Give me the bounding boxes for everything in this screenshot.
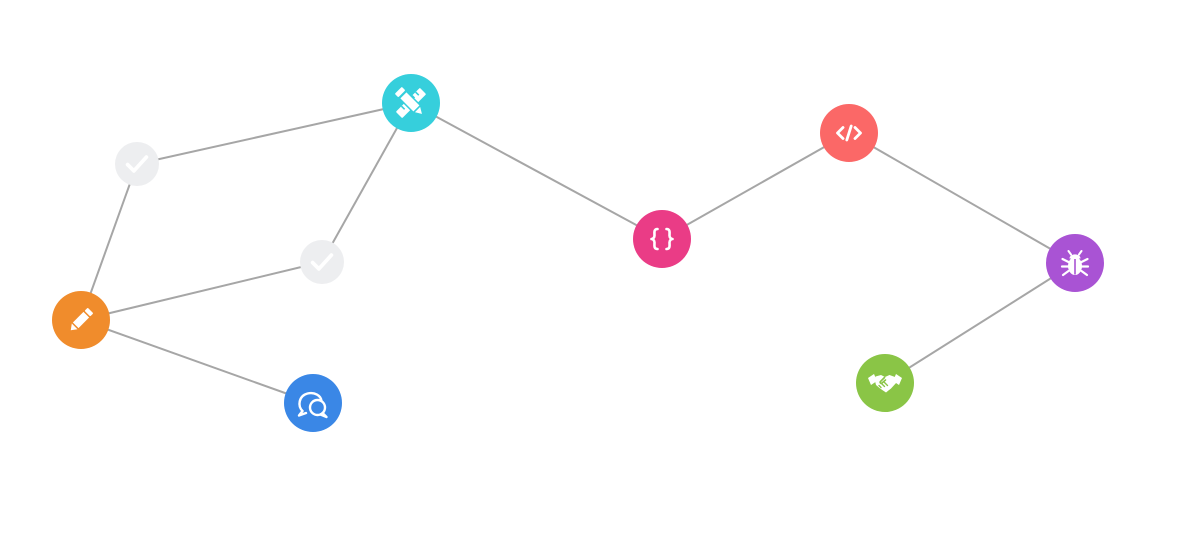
node-edit[interactable] (52, 291, 110, 349)
connector-code-bug (848, 132, 1076, 264)
check-icon (310, 253, 334, 271)
node-design[interactable] (382, 74, 440, 132)
chat-bubbles-icon (297, 391, 328, 419)
node-curly[interactable] (633, 210, 691, 268)
bug-icon (1060, 250, 1090, 277)
connector-check-top-design (136, 102, 412, 165)
node-check-top[interactable] (115, 142, 159, 186)
connector-edit-chat (80, 319, 314, 404)
code-tag-icon (836, 124, 862, 142)
connector-design-check-mid (321, 102, 412, 263)
connector-curly-code (661, 132, 850, 240)
node-check-mid[interactable] (300, 240, 344, 284)
pencil-icon (70, 308, 93, 331)
pencil-ruler-icon (395, 87, 426, 118)
handshake-icon (868, 374, 902, 393)
node-code[interactable] (820, 104, 878, 162)
curly-braces-icon (650, 227, 674, 251)
connector-design-curly (410, 102, 663, 240)
connector-bug-handshake (884, 262, 1076, 384)
connector-check-mid-edit (80, 261, 323, 321)
check-icon (125, 155, 149, 173)
node-chat[interactable] (284, 374, 342, 432)
node-bug[interactable] (1046, 234, 1104, 292)
node-handshake[interactable] (856, 354, 914, 412)
